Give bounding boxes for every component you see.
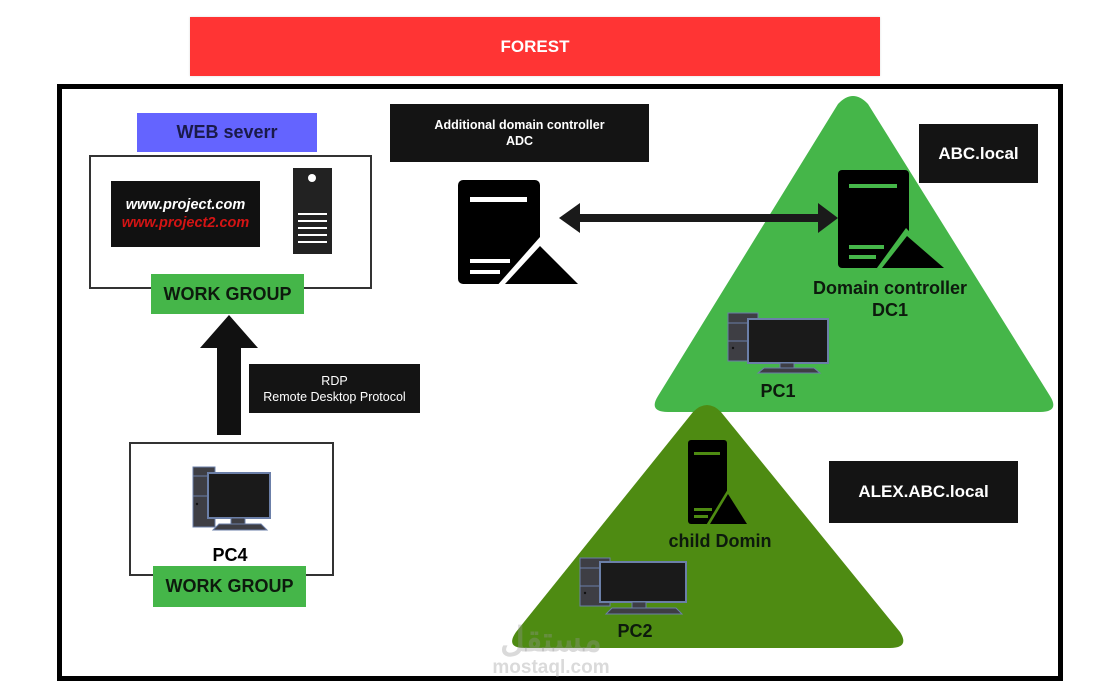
web-server-label: WEB severr — [137, 113, 317, 152]
adc-label: Additional domain controller ADC — [390, 104, 649, 162]
site-url-1: www.project.com — [125, 197, 246, 213]
watermark-arabic: مستقل — [500, 621, 602, 659]
pc1-computer-icon — [727, 312, 829, 374]
rdp-line-2: Remote Desktop Protocol — [263, 389, 406, 404]
dc1-label: Domain controller DC1 — [790, 277, 990, 321]
pc2-label: PC2 — [617, 621, 653, 641]
site-url-2: www.project2.com — [121, 215, 250, 231]
hosted-sites-box: www.project.com www.project2.com — [111, 181, 260, 247]
dc1-label-line-1: Domain controller — [812, 278, 968, 298]
web-workgroup-text: WORK GROUP — [163, 283, 292, 304]
child-domain-name-text: ALEX.ABC.local — [858, 482, 989, 501]
dc1-label-line-2: DC1 — [871, 300, 908, 320]
pc4-label: PC4 — [212, 545, 248, 565]
pc4-workgroup-text: WORK GROUP — [165, 576, 294, 596]
child-dc-label: child Domin — [668, 531, 772, 551]
adc-line-1: Additional domain controller — [434, 118, 605, 132]
web-workgroup-badge: WORK GROUP — [151, 274, 304, 314]
child-domain-name: ALEX.ABC.local — [829, 461, 1018, 523]
root-domain-name: ABC.local — [919, 124, 1038, 183]
forest-label: FOREST — [500, 36, 570, 56]
watermark: مستقل mostaql.com — [476, 622, 626, 678]
forest-frame — [57, 84, 1063, 681]
pc2-computer-icon — [579, 557, 687, 615]
watermark-latin: mostaql.com — [492, 657, 610, 678]
web-server-label-text: WEB severr — [176, 122, 278, 142]
child-dc-server-icon — [688, 440, 751, 527]
dc1-server-icon — [838, 170, 948, 272]
root-domain-name-text: ABC.local — [938, 143, 1019, 163]
rdp-label: RDP Remote Desktop Protocol — [249, 364, 420, 413]
forest-banner: FOREST — [190, 17, 880, 76]
pc4-workgroup-badge: WORK GROUP — [153, 566, 306, 607]
rdp-up-arrow — [200, 315, 258, 435]
replication-double-arrow — [559, 203, 838, 233]
adc-line-2: ADC — [505, 134, 534, 148]
rdp-line-1: RDP — [321, 373, 348, 388]
pc1-label: PC1 — [760, 381, 796, 401]
adc-server-icon — [458, 180, 586, 288]
